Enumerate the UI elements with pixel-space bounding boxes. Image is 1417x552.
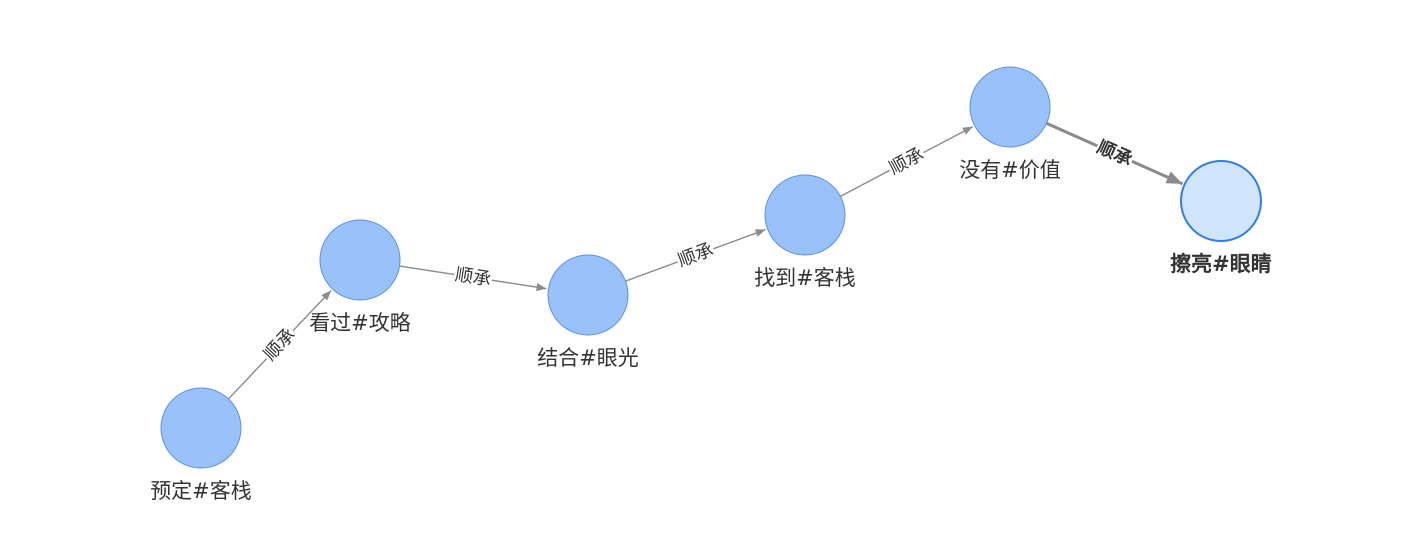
node-n3[interactable]: 结合#眼光 (537, 254, 639, 370)
node-n6[interactable]: 擦亮#眼睛 (1170, 160, 1272, 276)
node-label: 擦亮#眼睛 (1170, 252, 1272, 276)
node-label: 预定#客栈 (150, 479, 252, 503)
node-n2[interactable]: 看过#攻略 (309, 219, 411, 335)
node-circle[interactable] (160, 387, 242, 469)
node-circle[interactable] (969, 66, 1051, 148)
edge-label-background (884, 142, 929, 181)
edge-label-background (673, 238, 718, 273)
node-circle[interactable] (319, 219, 401, 301)
node-circle[interactable] (547, 254, 629, 336)
node-circle[interactable] (1180, 160, 1262, 242)
edge-n2-n3[interactable]: 顺承 (399, 263, 547, 292)
edges-layer: 顺承顺承顺承顺承顺承 (227, 121, 1184, 400)
node-label: 没有#价值 (959, 158, 1061, 182)
edge-label-background (452, 263, 494, 292)
edge-n4-n5[interactable]: 顺承 (840, 125, 974, 197)
edge-label: 顺承 (454, 264, 493, 290)
node-circle[interactable] (764, 174, 846, 256)
edge-n5-n6[interactable]: 顺承 (1045, 121, 1184, 186)
node-label: 找到#客栈 (754, 266, 856, 290)
edge-label-background (1092, 135, 1137, 172)
node-n1[interactable]: 预定#客栈 (150, 387, 252, 503)
node-label: 结合#眼光 (537, 346, 639, 370)
node-n4[interactable]: 找到#客栈 (754, 174, 856, 290)
edge-n3-n4[interactable]: 顺承 (625, 228, 766, 282)
node-label: 看过#攻略 (309, 311, 411, 335)
edge-label-background (258, 323, 301, 367)
node-n5[interactable]: 没有#价值 (959, 66, 1061, 182)
edge-n1-n2[interactable]: 顺承 (227, 290, 332, 400)
